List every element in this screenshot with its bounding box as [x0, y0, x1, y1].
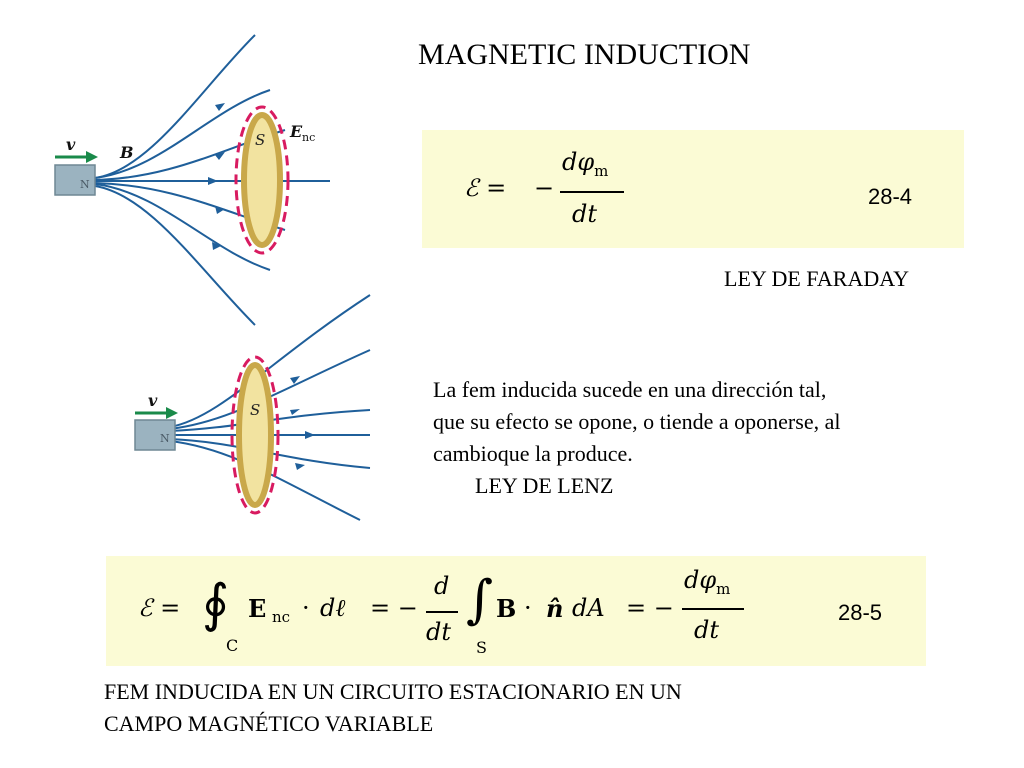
E-field-subscript: nc	[302, 131, 315, 144]
dot-operator-2: ·	[524, 594, 532, 622]
contour-subscript: C	[226, 636, 239, 655]
numerator: dφm	[562, 148, 608, 180]
lenz-line-3-text: cambioque la produce.	[433, 441, 633, 466]
numerator-2-subscript: m	[716, 579, 731, 598]
figure-magnet-approaching-loop-top: N v B S E nc	[54, 34, 330, 326]
bar-magnet	[54, 164, 96, 196]
bottom-caption: FEM INDUCIDA EN UN CIRCUITO ESTACIONARIO…	[104, 676, 682, 740]
equals-minus-1: = −	[370, 594, 418, 622]
lenz-line-1: La fem inducida sucede en una dirección …	[433, 377, 827, 402]
surface-label: S	[250, 401, 260, 419]
dl-element: dℓ	[320, 594, 346, 622]
conducting-loop	[241, 112, 283, 248]
equals-minus-2: = −	[626, 594, 674, 622]
surface-integral-sign: ∫	[466, 570, 494, 630]
lenz-label: LEY DE LENZ	[475, 473, 614, 498]
faraday-equation-box: ℰ = − dφm dt 28-4	[422, 130, 964, 248]
bottom-caption-line-2: CAMPO MAGNÉTICO VARIABLE	[104, 711, 434, 736]
fraction-bar	[560, 191, 624, 193]
surface-subscript: S	[476, 638, 487, 657]
field-line	[94, 89, 271, 179]
surface-label: S	[255, 131, 265, 149]
minus-sign: −	[534, 174, 555, 202]
E-subscript: nc	[272, 608, 291, 626]
dot-operator-1: ·	[302, 594, 310, 622]
lenz-line-2: que su efecto se opone, o tiende a opone…	[433, 409, 841, 434]
B-vector: B	[496, 594, 517, 623]
equation-number: 28-4	[868, 184, 913, 209]
lenz-paragraph: La fem inducida sucede en una dirección …	[433, 374, 993, 502]
velocity-label: v	[148, 391, 158, 410]
denominator-2: dt	[694, 616, 720, 644]
field-label-B: B	[119, 143, 134, 162]
denominator: dt	[572, 200, 598, 228]
magnet-label: N	[160, 432, 170, 445]
velocity-label: v	[66, 135, 76, 154]
equation-number: 28-5	[838, 600, 883, 625]
integral-equation-box: ℰ = ∮ C E nc · dℓ = − d dt ∫ S B · n̂ dA…	[106, 556, 926, 666]
field-line	[94, 183, 271, 271]
bottom-caption-line-1: FEM INDUCIDA EN UN CIRCUITO ESTACIONARIO…	[104, 679, 682, 704]
numerator-d-phi: dφ	[562, 148, 595, 176]
E-field-label: E	[289, 122, 303, 141]
page-title: MAGNETIC INDUCTION	[418, 38, 751, 71]
lenz-line-3: cambioque la produce. LEY DE LENZ	[433, 438, 993, 502]
numerator-subscript: m	[594, 161, 609, 180]
frac-numerator-d: d	[434, 572, 450, 600]
faraday-caption: LEY DE FARADAY	[724, 266, 909, 291]
numerator-2-d-phi: dφ	[684, 566, 717, 594]
emf-symbol: ℰ =	[138, 594, 181, 622]
conducting-loop	[236, 362, 274, 508]
contour-integral-sign: ∮	[202, 574, 230, 634]
induced-field-loop	[230, 355, 280, 515]
numerator-2: dφm	[684, 566, 730, 598]
figure-magnet-approaching-loop-bottom: N v S	[134, 294, 371, 521]
magnet-label: N	[80, 178, 90, 191]
normal-unit-vector: n̂	[546, 594, 564, 623]
fraction-bar	[682, 608, 744, 610]
E-vector: E	[248, 594, 267, 623]
field-line	[94, 185, 256, 326]
dA-element: dA	[572, 594, 605, 622]
bar-magnet	[134, 419, 176, 451]
fraction-bar	[426, 611, 458, 613]
frac-denominator-dt: dt	[426, 618, 452, 646]
induced-field-loop	[234, 105, 290, 255]
emf-symbol: ℰ =	[464, 174, 507, 202]
field-line	[94, 34, 256, 179]
